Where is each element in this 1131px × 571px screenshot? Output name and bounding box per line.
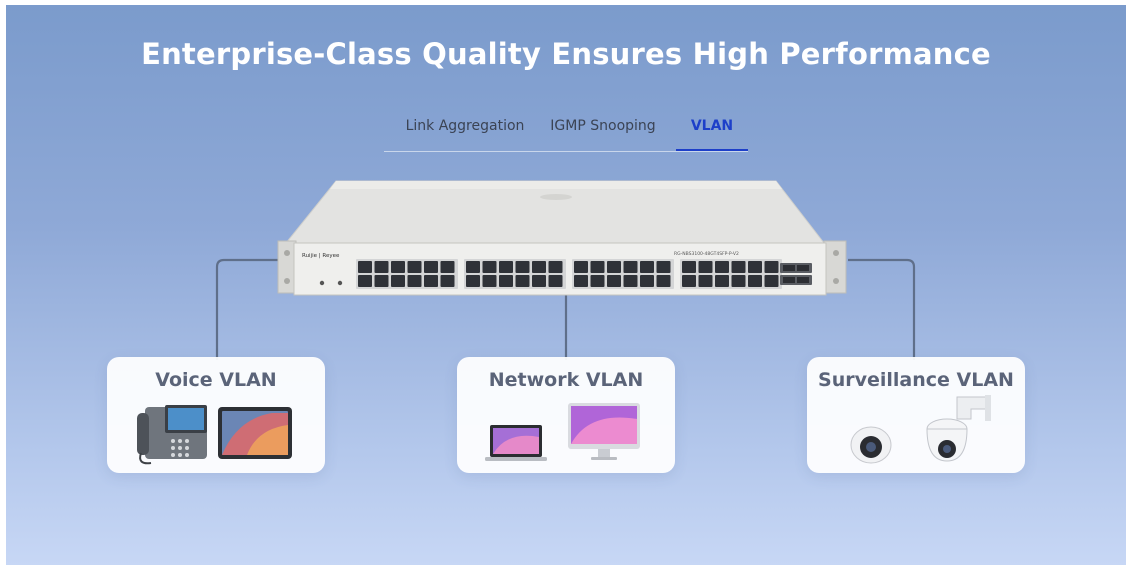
network-devices xyxy=(485,403,640,461)
ip-phone-icon xyxy=(137,405,207,465)
desktop-monitor-icon xyxy=(568,403,640,460)
voice-vlan-title: Voice VLAN xyxy=(155,369,277,391)
surveillance-vlan-card: Surveillance VLAN xyxy=(807,357,1025,473)
feature-tabs: Link Aggregation IGMP Snooping VLAN xyxy=(384,111,748,152)
voice-devices xyxy=(137,405,292,465)
sfp-ports xyxy=(780,263,812,285)
ptz-camera-icon xyxy=(926,395,991,462)
network-switch-image: Ruijie | Reyee RG-NBS3100-48GT4SFP-P-V2 xyxy=(277,180,847,296)
tab-link-aggregation[interactable]: Link Aggregation xyxy=(405,118,525,134)
dome-camera-icon xyxy=(850,426,892,464)
active-tab-indicator xyxy=(676,149,748,151)
tablet-icon xyxy=(218,407,292,459)
rj45-port-groups xyxy=(356,259,782,289)
hero-section: Enterprise-Class Quality Ensures High Pe… xyxy=(6,5,1126,565)
connector-right xyxy=(848,258,916,360)
tab-vlan[interactable]: VLAN xyxy=(690,118,734,134)
network-vlan-card: Network VLAN xyxy=(457,357,675,473)
voice-vlan-card: Voice VLAN xyxy=(107,357,325,473)
laptop-icon xyxy=(485,425,547,461)
switch-brand: Ruijie | Reyee xyxy=(302,253,340,259)
connector-left xyxy=(215,258,284,360)
page-title: Enterprise-Class Quality Ensures High Pe… xyxy=(141,37,991,71)
connector-lines xyxy=(215,258,916,360)
switch-model: RG-NBS3100-48GT4SFP-P-V2 xyxy=(674,251,739,257)
network-vlan-title: Network VLAN xyxy=(488,369,644,391)
surveillance-devices xyxy=(850,395,991,464)
surveillance-vlan-title: Surveillance VLAN xyxy=(818,369,1014,391)
tab-igmp-snooping[interactable]: IGMP Snooping xyxy=(550,118,656,134)
